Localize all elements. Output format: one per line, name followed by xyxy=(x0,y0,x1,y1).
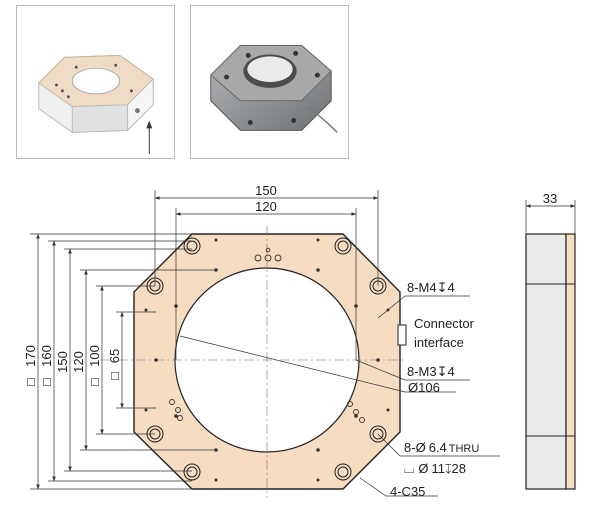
callout-m4: 8-M4↧4 xyxy=(407,280,455,295)
dim-65: 65 xyxy=(107,349,122,363)
dim-120-vertical: 120 xyxy=(71,351,86,373)
dim-side-33: 33 xyxy=(543,191,557,206)
up-arrow-icon xyxy=(146,120,153,129)
dim-square-symbol: □ xyxy=(39,378,54,386)
dim-width-150: 150 xyxy=(255,183,277,198)
thru-hole xyxy=(334,463,352,481)
dim-square-symbol: □ xyxy=(23,378,38,386)
dimension-lines xyxy=(30,190,576,490)
side-view xyxy=(525,233,576,490)
dim-150-vertical: 150 xyxy=(55,351,70,373)
callout-chamfer: 4-C35 xyxy=(390,484,425,499)
callout-m3: 8-M3↧4 xyxy=(407,364,455,379)
product-render-metal xyxy=(190,5,349,159)
dim-square-symbol: □ xyxy=(87,378,102,386)
thru-hole xyxy=(183,463,201,481)
render-light-illustration xyxy=(37,54,155,155)
product-render-light xyxy=(16,5,175,159)
thru-hole xyxy=(334,237,352,255)
leader-lines xyxy=(179,295,500,497)
thru-hole xyxy=(369,425,387,443)
tapped-holes xyxy=(144,238,390,482)
dim-170: 170 xyxy=(23,345,38,367)
connector-label-line1: Connector xyxy=(414,316,475,331)
pin-clusters xyxy=(169,247,365,423)
connector-stub xyxy=(397,324,407,346)
dim-100: 100 xyxy=(87,345,102,367)
connector-label-line2: interface xyxy=(414,335,464,350)
callout-bore: Ø106 xyxy=(408,380,440,395)
render-metal-illustration xyxy=(210,44,338,133)
center-lines xyxy=(100,226,405,498)
dim-width-120: 120 xyxy=(255,199,277,214)
cable-line xyxy=(307,106,338,133)
thru-holes xyxy=(146,237,387,481)
dim-square-symbol: □ xyxy=(107,372,122,380)
dim-160: 160 xyxy=(39,345,54,367)
